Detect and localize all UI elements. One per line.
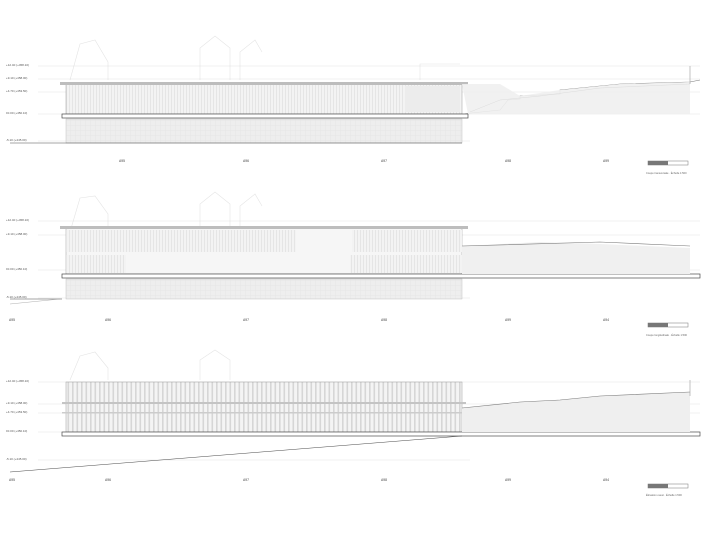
section-1-drawing [10, 35, 701, 144]
axis-label: A97 [242, 478, 250, 482]
scale-bar-1 [647, 160, 689, 166]
axis-label: A96 [104, 318, 112, 322]
level-label: +4.70 (+453.50) [6, 410, 28, 414]
level-label: +12.40 (+458.10) [6, 63, 30, 67]
axis-label: A94 [602, 318, 610, 322]
section-2-caption: Coupe longitudinale · Échelle 1:500 [646, 334, 687, 337]
ghost-buildings [69, 191, 263, 233]
level-label: +4.70 (+453.50) [6, 89, 28, 93]
level-label: +9.10 (+458.00) [6, 401, 28, 405]
axis-label: A98 [504, 159, 512, 163]
axis-label: A95 [8, 318, 16, 322]
level-label: ±0.00 (+450.10) [6, 111, 28, 115]
level-label: -5.10 (+445.00) [6, 295, 27, 299]
level-label: ±0.00 (+450.10) [6, 429, 28, 433]
axis-label: A97 [242, 318, 250, 322]
axis-label: A99 [504, 318, 512, 322]
ghost-buildings [69, 35, 460, 81]
level-label: -5.10 (+445.00) [6, 138, 27, 142]
level-label: +9.10 (+458.00) [6, 76, 28, 80]
level-label: +12.40 (+458.10) [6, 379, 30, 383]
section-2-drawing [9, 191, 701, 305]
section-3-caption: Élévation ouest · Échelle 1:500 [646, 494, 682, 497]
section-3-drawing [9, 349, 701, 473]
scale-bar-2 [647, 322, 689, 328]
axis-label: A96 [242, 159, 250, 163]
axis-label: A99 [504, 478, 512, 482]
axis-label: A98 [380, 318, 388, 322]
ghost-buildings [69, 349, 231, 381]
axis-label: A95 [118, 159, 126, 163]
axis-label: A96 [104, 478, 112, 482]
level-label: ±0.00 (+450.10) [6, 267, 28, 271]
level-label: +9.10 (+458.00) [6, 232, 28, 236]
scale-bar-3 [647, 483, 689, 489]
section-1-caption: Coupe transversale · Échelle 1:500 [646, 172, 687, 175]
level-label: +12.40 (+458.10) [6, 218, 30, 222]
axis-label: A98 [380, 478, 388, 482]
axis-label: A95 [8, 478, 16, 482]
axis-label: A97 [380, 159, 388, 163]
axis-label: A94 [602, 478, 610, 482]
axis-label: A99 [602, 159, 610, 163]
level-label: -5.10 (+445.00) [6, 457, 27, 461]
